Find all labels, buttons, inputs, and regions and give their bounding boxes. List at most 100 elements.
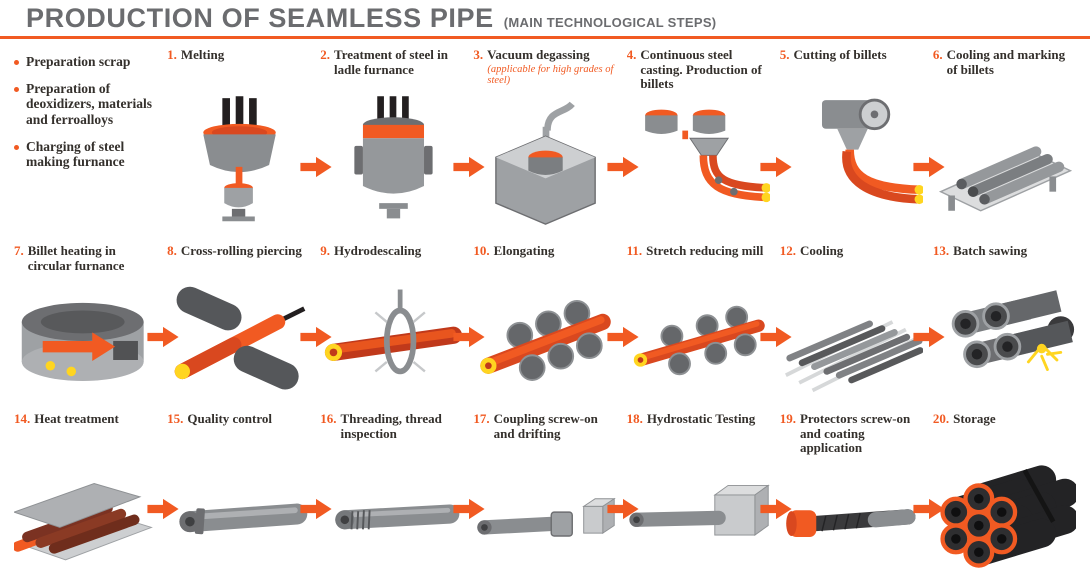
heat-treatment-illustration <box>14 462 157 568</box>
step-number: 11. <box>626 244 643 258</box>
step-9-hydrodescaling: 9. Hydrodescaling <box>320 240 486 408</box>
step-number: 3. <box>473 48 484 62</box>
step-title: Heat treatment <box>34 412 119 426</box>
flow-arrow-icon <box>760 498 792 520</box>
row-2: 7. Billet heating in circular furnance <box>0 240 1090 408</box>
step-title: Billet heating in circular furnance <box>27 244 125 273</box>
coupling-illustration <box>473 462 617 568</box>
step-7-circular-furnace: 7. Billet heating in circular furnance <box>14 240 179 408</box>
step-number: 7. <box>14 244 24 258</box>
step-20-storage: 20. Storage <box>933 408 1076 570</box>
protectors-coating-illustration <box>780 462 923 568</box>
step-number: 1. <box>167 48 177 62</box>
step-number: 19. <box>779 412 796 426</box>
threading-illustration <box>320 462 463 568</box>
continuous-casting-illustration <box>627 96 770 232</box>
bullet-icon <box>14 144 19 150</box>
step-number: 9. <box>320 244 331 258</box>
step-1-melting: 1. Melting <box>167 44 332 240</box>
hydrostatic-testing-illustration <box>627 462 770 568</box>
step-number: 10. <box>473 244 490 258</box>
step-number: 18. <box>626 412 643 426</box>
step-number: 17. <box>473 412 490 426</box>
bullet-text: Preparation of deoxidizers, materials an… <box>26 80 152 127</box>
step-number: 2. <box>320 48 331 62</box>
bullet-text: Charging of steel making furnance <box>26 138 125 170</box>
step-number: 6. <box>932 48 943 62</box>
flow-arrow-icon <box>147 326 179 348</box>
step-title: Quality control <box>187 412 273 426</box>
bullet-icon <box>14 60 19 65</box>
step-11-stretch-reducing: 11. Stretch reducing mill <box>626 240 792 408</box>
flow-arrow-icon <box>606 156 639 178</box>
billet-cooling-marking-illustration <box>933 96 1076 232</box>
step-number: 15. <box>167 412 184 426</box>
cross-rolling-piercing-illustration <box>167 280 310 400</box>
flow-arrow-icon <box>760 156 792 178</box>
step-title: Continuous steel casting. Production of … <box>640 48 762 92</box>
stretch-reducing-mill-illustration <box>627 280 770 400</box>
flow-arrow-icon <box>606 498 639 520</box>
melting-furnace-illustration <box>167 96 310 232</box>
flow-arrow-icon <box>300 326 332 348</box>
step-18-hydrostatic-testing: 18. Hydrostatic Testing <box>626 408 792 570</box>
step-title: Storage <box>953 412 996 426</box>
quality-control-illustration <box>167 462 310 568</box>
pipe-cooling-illustration <box>780 280 923 400</box>
step-6-cooling-marking: 6. Cooling and marking of billets <box>933 44 1076 240</box>
step-title: Threading, thread inspection <box>340 412 442 441</box>
elongating-illustration <box>473 280 616 400</box>
step-number: 16. <box>320 412 337 426</box>
flow-arrow-icon <box>453 156 486 178</box>
billet-cutting-illustration <box>780 96 923 232</box>
step-16-threading: 16. Threading, thread inspection <box>320 408 486 570</box>
step-4-continuous-casting: 4. Continuous steel casting. Production … <box>626 44 792 240</box>
step-title: Treatment of steel in ladle furnance <box>334 48 448 77</box>
flow-arrow-icon <box>300 498 332 520</box>
step-14-heat-treatment: 14. Heat treatment <box>14 408 179 570</box>
step-title: Protectors screw-on and coating applicat… <box>799 412 911 456</box>
flow-arrow-icon <box>453 326 486 348</box>
flow-arrow-icon <box>760 326 792 348</box>
step-2-ladle-furnace: 2. Treatment of steel in ladle furnance <box>320 44 486 240</box>
page-subtitle: (MAIN TECHNOLOGICAL STEPS) <box>503 15 717 30</box>
flow-arrow-icon <box>913 156 945 178</box>
step-title: Hydrostatic Testing <box>646 412 756 426</box>
step-12-cooling: 12. Cooling <box>779 240 945 408</box>
bullet-text: Preparation scrap <box>26 54 131 69</box>
step-15-quality-control: 15. Quality control <box>167 408 332 570</box>
bullet-item: Preparation of deoxidizers, materials an… <box>14 81 157 128</box>
step-title: Cutting of billets <box>793 48 887 62</box>
step-number: 14. <box>14 412 31 426</box>
vacuum-degassing-illustration <box>473 96 616 232</box>
step-number: 20. <box>932 412 950 426</box>
step-title: Melting <box>180 48 225 62</box>
step-number: 4. <box>626 48 637 62</box>
circular-furnace-illustration <box>14 280 157 400</box>
intro-bullet-list: Preparation scrap Preparation of deoxidi… <box>14 44 157 240</box>
step-number: 8. <box>167 244 177 258</box>
page-title: PRODUCTION OF SEAMLESS PIPE <box>26 3 494 33</box>
flow-arrow-icon <box>453 498 486 520</box>
step-5-cutting-billets: 5. Cutting of billets <box>780 44 945 240</box>
step-number: 12. <box>779 244 796 258</box>
step-title: Elongating <box>493 244 555 258</box>
flow-arrow-icon <box>913 326 945 348</box>
step-title: Batch sawing <box>953 244 1028 258</box>
step-19-protectors-coating: 19. Protectors screw-on and coating appl… <box>779 408 945 570</box>
bullet-icon <box>14 86 19 92</box>
header: PRODUCTION OF SEAMLESS PIPE (MAIN TECHNO… <box>0 0 1090 34</box>
row-1: Preparation scrap Preparation of deoxidi… <box>0 44 1090 240</box>
step-note: (applicable for high grades of steel) <box>487 63 614 87</box>
storage-illustration <box>933 462 1076 568</box>
flow-arrow-icon <box>147 498 179 520</box>
step-3-vacuum-degassing: 3. Vacuum degassing (applicable for high… <box>473 44 639 240</box>
step-title: Coupling screw-on and drifting <box>493 412 598 441</box>
accent-divider <box>0 36 1090 39</box>
step-title: Cooling <box>799 244 844 258</box>
bullet-item: Charging of steel making furnance <box>14 139 157 170</box>
batch-sawing-illustration <box>933 280 1076 400</box>
step-title: Stretch reducing mill <box>646 244 764 258</box>
flow-arrow-icon <box>300 156 332 178</box>
